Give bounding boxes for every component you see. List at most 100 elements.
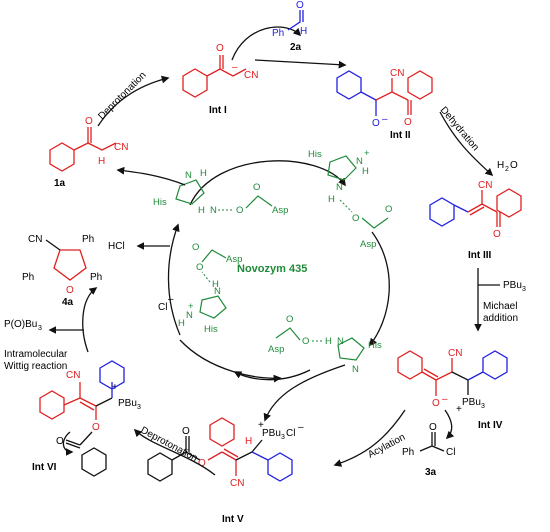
starting-material-1a: O CN H 1a — [49, 116, 128, 189]
svg-text:N: N — [337, 336, 344, 347]
int-1-label: Int I — [209, 105, 227, 116]
svg-text:CN: CN — [28, 234, 42, 245]
int-6-label: Int VI — [32, 462, 57, 473]
svg-text:H: H — [212, 279, 219, 290]
svg-text:–: – — [382, 114, 388, 125]
svg-text:O: O — [56, 436, 64, 447]
svg-text:N: N — [214, 286, 221, 297]
svg-text:O: O — [352, 213, 359, 224]
svg-text:H: H — [497, 160, 504, 171]
int-5-label: Int V — [222, 514, 244, 525]
his-asp-pair-top-right: His N + H N H O O Asp — [308, 148, 392, 250]
svg-text:–: – — [442, 394, 448, 405]
svg-text:O: O — [198, 458, 206, 469]
svg-text:O: O — [493, 229, 501, 240]
svg-text:HCl: HCl — [108, 241, 125, 252]
svg-text:PBu: PBu — [503, 280, 522, 291]
svg-text:N: N — [352, 364, 359, 375]
svg-text:Ph: Ph — [272, 28, 284, 39]
svg-text:P(O)Bu: P(O)Bu — [4, 319, 37, 330]
sm-1a-label: 1a — [54, 178, 66, 189]
int-2-label: Int II — [390, 130, 411, 141]
svg-text:O: O — [286, 314, 293, 325]
wittig-label-1: Intramolecular — [4, 349, 68, 360]
svg-text:Asp: Asp — [360, 239, 376, 250]
svg-text:H: H — [178, 318, 185, 329]
svg-text:O: O — [404, 117, 412, 128]
svg-text:N: N — [336, 182, 343, 193]
svg-text:N: N — [185, 170, 192, 181]
svg-text:CN: CN — [448, 348, 462, 359]
int-1-structure: O CN – Int I — [182, 26, 302, 116]
svg-text:O: O — [66, 285, 74, 296]
int-4-structure: O – CN PBu 3 + Int IV — [397, 348, 508, 431]
svg-text:CN: CN — [390, 68, 404, 79]
chloride-arrow — [179, 339, 282, 383]
svg-text:CN: CN — [114, 142, 128, 153]
product-4a-structure: O CN Ph Ph Ph 4a HCl — [22, 234, 170, 308]
svg-text:O: O — [253, 182, 260, 193]
svg-text:O: O — [192, 242, 199, 253]
svg-text:Ph: Ph — [82, 234, 94, 245]
svg-text:His: His — [204, 324, 218, 335]
michael-addition-step: PBu 3 Michael addition — [474, 268, 526, 332]
his-asp-pair-top-left: N H His H N O O Asp — [153, 168, 288, 216]
svg-text:3: 3 — [38, 325, 42, 332]
svg-text:O: O — [196, 262, 203, 273]
svg-text:O: O — [385, 204, 392, 215]
svg-text:H: H — [300, 26, 307, 37]
svg-text:–: – — [232, 62, 238, 73]
svg-text:N: N — [356, 156, 363, 167]
svg-text:O: O — [302, 336, 309, 347]
svg-text:CN: CN — [230, 478, 244, 489]
svg-text:3: 3 — [281, 434, 285, 441]
svg-text:O: O — [432, 398, 440, 409]
svg-text:Ph: Ph — [22, 272, 34, 283]
svg-text:CN: CN — [66, 370, 80, 381]
reagent-2a-label: 2a — [290, 42, 302, 53]
wittig-step: Intramolecular Wittig reaction P(O)Bu 3 — [4, 287, 98, 372]
svg-text:2: 2 — [505, 166, 509, 173]
svg-text:3: 3 — [481, 403, 485, 410]
product-4a-label: 4a — [62, 297, 74, 308]
svg-text:Cl: Cl — [158, 302, 167, 313]
benzaldehyde-2a: Ph O H 2a — [254, 0, 347, 69]
svg-text:O: O — [372, 118, 380, 129]
svg-text:O: O — [182, 426, 190, 437]
svg-text:His: His — [368, 340, 382, 351]
int-4-label: Int IV — [478, 420, 503, 431]
int-2-structure: O – CN O Int II — [336, 68, 433, 141]
catalyst-name: Novozym 435 — [237, 263, 307, 275]
svg-text:PBu: PBu — [262, 428, 281, 439]
svg-text:O: O — [216, 43, 224, 54]
cycle-arc-right — [369, 231, 390, 347]
svg-text:CN: CN — [244, 70, 258, 81]
int-6-structure: CN O + PBu 3 O Int VI — [32, 360, 141, 477]
dehydration-label: Dehydration — [438, 105, 481, 153]
svg-text:His: His — [308, 149, 322, 160]
svg-text:His: His — [153, 197, 167, 208]
svg-text:+: + — [188, 301, 194, 312]
his-asp-pair-bottom-right: His N H N O O Asp — [268, 314, 382, 375]
svg-text:Ph: Ph — [90, 272, 102, 283]
svg-text:Cl: Cl — [446, 447, 455, 458]
dehydration-step: Dehydration H 2 O — [438, 105, 518, 177]
cycle-arc-left — [167, 223, 181, 336]
int-3-label: Int III — [468, 250, 492, 261]
michael-label-1: Michael — [483, 301, 517, 312]
catalyst-to-int5-arrow — [263, 364, 346, 422]
svg-text:O: O — [429, 422, 437, 433]
michael-label-2: addition — [483, 313, 518, 324]
svg-text:O: O — [236, 205, 243, 216]
svg-text:O: O — [85, 116, 93, 127]
svg-text:+: + — [258, 420, 264, 431]
svg-text:Ph: Ph — [402, 447, 414, 458]
svg-text:H: H — [328, 194, 335, 205]
svg-text:PBu: PBu — [462, 397, 481, 408]
deprotonation-step-1: Deprotonation — [96, 70, 186, 186]
svg-text:Asp: Asp — [226, 254, 242, 265]
svg-text:N: N — [210, 205, 217, 216]
svg-text:+: + — [364, 148, 370, 159]
svg-text:PBu: PBu — [118, 398, 137, 409]
